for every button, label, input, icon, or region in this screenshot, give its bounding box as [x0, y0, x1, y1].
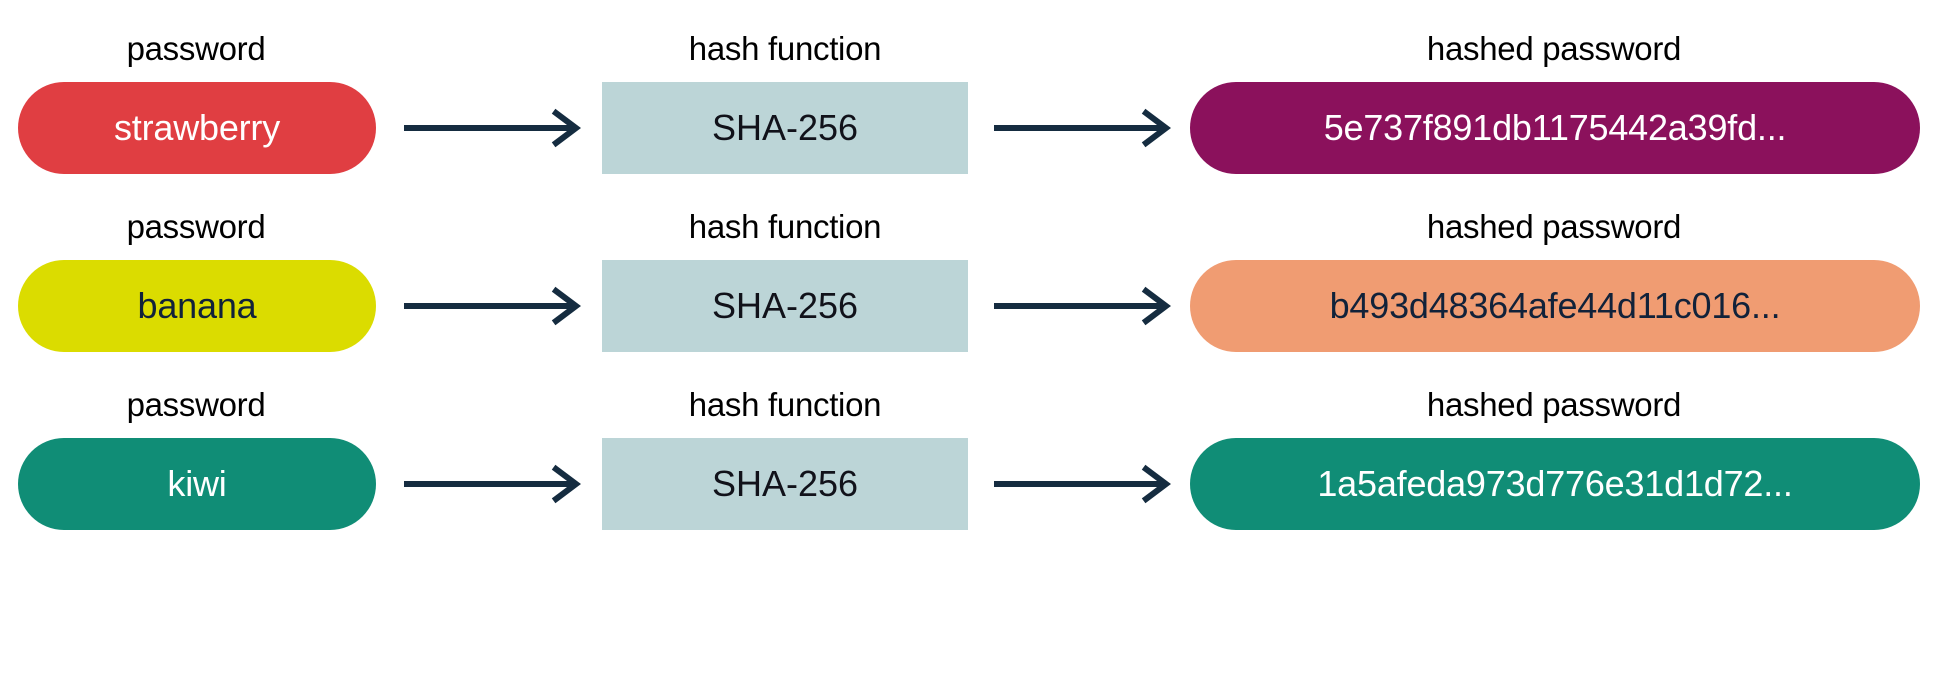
password-value: strawberry [113, 107, 281, 148]
caption-hash-function: hash function [688, 386, 882, 423]
diagram-row: password hash function hashed password s… [0, 0, 1940, 230]
hashed-password-value: b493d48364afe44d11c016... [1329, 285, 1781, 326]
password-value: banana [137, 285, 257, 326]
caption-hash-function: hash function [688, 30, 882, 67]
arrow-hash-to-hashed [994, 464, 1176, 504]
arrow-password-to-hash [404, 286, 586, 326]
hash-function-box[interactable]: SHA-256 [602, 82, 968, 174]
caption-hashed-password: hashed password [1426, 208, 1682, 245]
arrow-password-to-hash [404, 464, 586, 504]
diagram-row: password hash function hashed password b… [0, 178, 1940, 408]
arrow-password-to-hash [404, 108, 586, 148]
hashed-password-value: 1a5afeda973d776e31d1d72... [1317, 463, 1793, 504]
hashed-password-value: 5e737f891db1175442a39fd... [1323, 107, 1787, 148]
password-pill[interactable]: banana [18, 260, 376, 352]
hashed-password-pill[interactable]: 1a5afeda973d776e31d1d72... [1190, 438, 1920, 530]
caption-password: password [126, 30, 266, 67]
caption-hashed-password: hashed password [1426, 386, 1682, 423]
arrow-hash-to-hashed [994, 108, 1176, 148]
hash-function-label: SHA-256 [711, 463, 859, 504]
hash-function-box[interactable]: SHA-256 [602, 438, 968, 530]
password-pill[interactable]: strawberry [18, 82, 376, 174]
caption-password: password [126, 386, 266, 423]
caption-password: password [126, 208, 266, 245]
hash-function-box[interactable]: SHA-256 [602, 260, 968, 352]
hashed-password-pill[interactable]: 5e737f891db1175442a39fd... [1190, 82, 1920, 174]
hash-function-label: SHA-256 [711, 107, 859, 148]
password-pill[interactable]: kiwi [18, 438, 376, 530]
caption-hash-function: hash function [688, 208, 882, 245]
password-value: kiwi [167, 463, 227, 504]
caption-hashed-password: hashed password [1426, 30, 1682, 67]
hashed-password-pill[interactable]: b493d48364afe44d11c016... [1190, 260, 1920, 352]
arrow-hash-to-hashed [994, 286, 1176, 326]
hash-function-label: SHA-256 [711, 285, 859, 326]
diagram-row: password hash function hashed password k… [0, 356, 1940, 586]
